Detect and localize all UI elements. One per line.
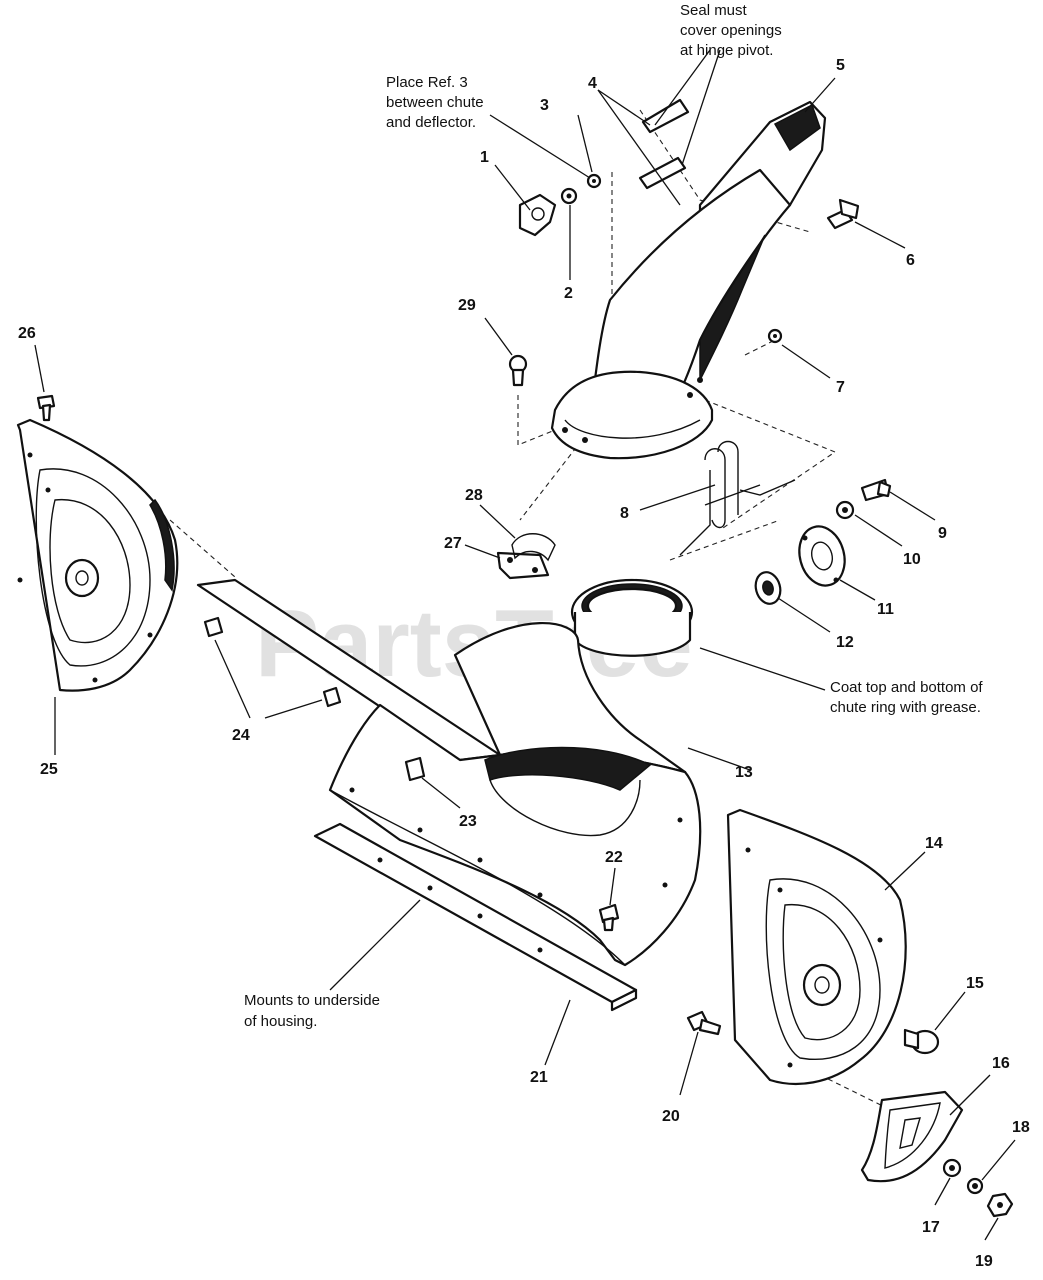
callout-2: 2 <box>564 285 573 302</box>
part-13-housing <box>196 578 702 967</box>
callout-4: 4 <box>588 75 597 92</box>
note-place-line-1: Place Ref. 3 <box>386 74 468 91</box>
callout-15: 15 <box>966 975 984 992</box>
part-25-left-side-plate <box>16 418 179 692</box>
part-3-nut <box>586 173 602 189</box>
part-1-knob <box>518 193 557 237</box>
callout-18: 18 <box>1012 1119 1030 1136</box>
callout-12: 12 <box>836 634 854 651</box>
note-mounts-line-2: of housing. <box>244 1013 317 1030</box>
part-7-nut <box>767 328 783 344</box>
callout-23: 23 <box>459 813 477 830</box>
callout-8: 8 <box>620 505 629 522</box>
callout-13: 13 <box>735 764 753 781</box>
note-seal: Seal must cover openings at hinge pivot. <box>680 2 782 59</box>
note-seal-line-2: cover openings <box>680 22 782 39</box>
part-29-bolt <box>508 354 528 387</box>
part-18-lockwasher <box>966 1177 984 1195</box>
part-11-flange <box>798 525 846 587</box>
part-21-scraper-bar <box>313 822 638 1012</box>
part-26-bolt <box>36 394 56 422</box>
callout-25: 25 <box>40 761 58 778</box>
part-7-chute-base <box>550 370 714 460</box>
callout-9: 9 <box>938 525 947 542</box>
callout-11: 11 <box>877 601 894 618</box>
part-17-washer <box>942 1158 962 1178</box>
note-coat-line-2: chute ring with grease. <box>830 699 981 716</box>
callout-6: 6 <box>906 252 915 269</box>
callout-26: 26 <box>18 325 36 342</box>
part-28-spring <box>511 533 556 562</box>
part-16-skid-shoe <box>860 1090 964 1183</box>
callout-3: 3 <box>540 97 549 114</box>
part-9-bolt <box>860 478 892 502</box>
callout-14: 14 <box>925 835 943 852</box>
part-2-washer <box>560 187 578 205</box>
callout-21: 21 <box>530 1069 548 1086</box>
callout-5: 5 <box>836 57 845 74</box>
part-27-chute-guide <box>496 551 550 580</box>
note-place-line-2: between chute <box>386 94 484 111</box>
part-14-right-side-plate <box>726 808 907 1085</box>
callout-29: 29 <box>458 297 476 314</box>
part-20-bolt <box>686 1010 722 1036</box>
callout-24: 24 <box>232 727 250 744</box>
part-8-crank-bracket <box>679 440 796 556</box>
note-seal-line-3: at hinge pivot. <box>680 42 773 59</box>
callout-1: 1 <box>480 149 489 166</box>
note-mounts: Mounts to underside of housing. <box>244 992 380 1030</box>
callout-20: 20 <box>662 1108 680 1125</box>
part-6-bolt <box>826 198 860 230</box>
note-seal-line-1: Seal must <box>680 2 748 19</box>
part-10-washer <box>835 500 855 520</box>
part-22-bolt <box>598 903 620 932</box>
callout-10: 10 <box>903 551 921 568</box>
note-place-ref: Place Ref. 3 between chute and deflector… <box>386 74 484 131</box>
callout-27: 27 <box>444 535 462 552</box>
leader-lines <box>34 49 1016 1241</box>
part-12-bearing <box>754 571 782 605</box>
part-19-nut <box>986 1192 1014 1218</box>
note-mounts-line-1: Mounts to underside <box>244 992 380 1009</box>
part-23-nut-clip <box>404 756 426 782</box>
callout-7: 7 <box>836 379 845 396</box>
note-coat-grease: Coat top and bottom of chute ring with g… <box>830 679 983 716</box>
callout-numbers: 1 2 3 4 5 6 7 8 9 10 11 12 13 14 15 16 1… <box>18 57 1030 1270</box>
part-24-nut-clips <box>203 616 342 708</box>
callout-17: 17 <box>922 1219 940 1236</box>
callout-28: 28 <box>465 487 483 504</box>
callout-22: 22 <box>605 849 623 866</box>
note-coat-line-1: Coat top and bottom of <box>830 679 983 696</box>
callout-16: 16 <box>992 1055 1010 1072</box>
note-place-line-3: and deflector. <box>386 114 476 131</box>
callout-19: 19 <box>975 1253 993 1270</box>
part-15-carriage-bolt <box>903 1028 940 1055</box>
